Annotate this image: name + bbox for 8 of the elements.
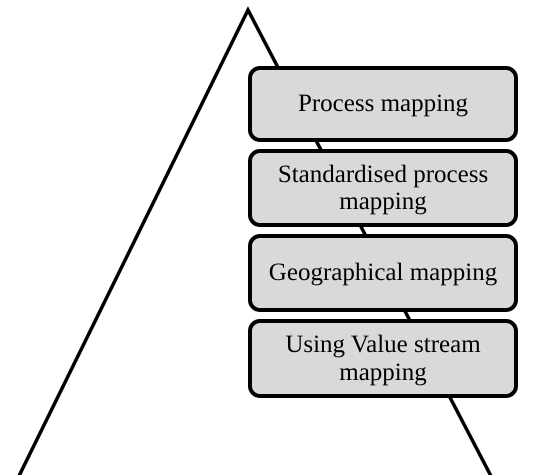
box-label: Standardised process mapping bbox=[276, 160, 490, 216]
process-box bbox=[248, 234, 518, 312]
box-label: Using Value stream mapping bbox=[284, 331, 482, 386]
process-box bbox=[248, 149, 518, 227]
process-box bbox=[248, 319, 518, 398]
process-box bbox=[248, 66, 518, 142]
box-label: Geographical mapping bbox=[268, 259, 498, 287]
box-label: Process mapping bbox=[298, 90, 468, 118]
